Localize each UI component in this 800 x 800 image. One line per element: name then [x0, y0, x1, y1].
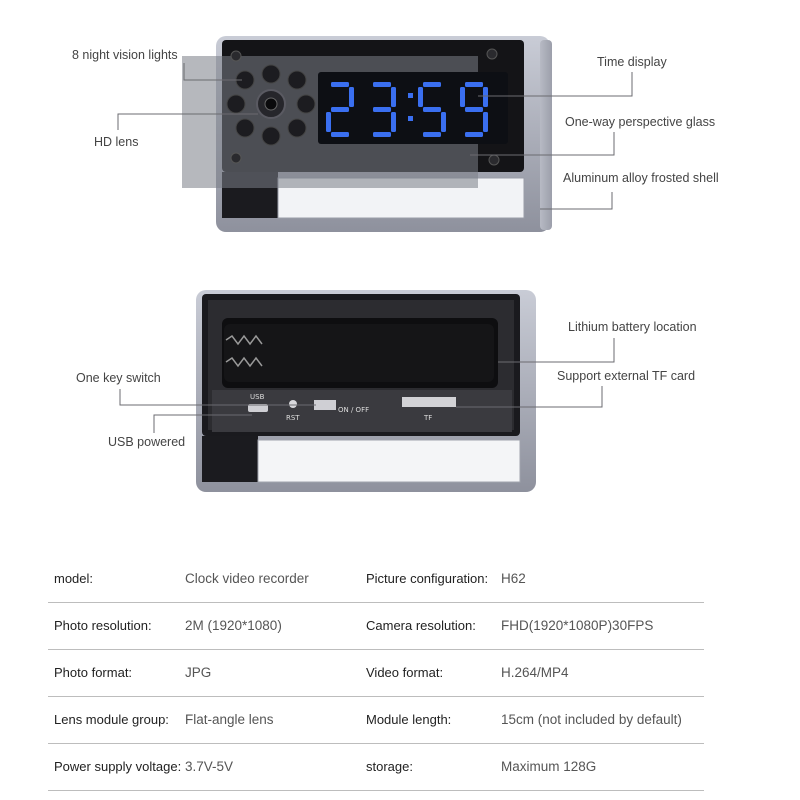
digit-segment [391, 112, 396, 132]
board-label-tf: TF [423, 414, 432, 422]
spec-value: 15cm (not included by default) [501, 712, 682, 727]
callout-lithium-battery: Lithium battery location [568, 320, 697, 334]
digit-segment [465, 107, 483, 112]
digit-segment [331, 132, 349, 137]
digit-segment [441, 112, 446, 132]
callout-tf-card: Support external TF card [557, 369, 696, 383]
reset-switch [289, 400, 297, 408]
digit-segment [465, 82, 483, 87]
spec-value: Maximum 128G [501, 759, 597, 774]
clock-digits [326, 82, 488, 137]
clock-front-view [182, 36, 552, 232]
digit-segment [331, 82, 349, 87]
spec-value: 3.7V-5V [185, 759, 234, 774]
spec-label: Lens module group: [54, 712, 169, 727]
callout-one-key-switch: One key switch [76, 371, 161, 385]
callout-time-display: Time display [597, 55, 667, 69]
spec-table: model: Clock video recorder Picture conf… [48, 556, 704, 791]
spec-row: Power supply voltage: 3.7V-5V storage: M… [48, 744, 704, 791]
spec-label: Power supply voltage: [54, 759, 182, 774]
tf-card-slot [402, 397, 456, 407]
digit-segment [423, 107, 441, 112]
night-vision-lights [226, 64, 316, 146]
on-off-switch [314, 400, 336, 410]
spec-value: Clock video recorder [185, 571, 309, 586]
callout-aluminum-shell: Aluminum alloy frosted shell [563, 171, 719, 185]
spec-row: model: Clock video recorder Picture conf… [48, 556, 704, 603]
spec-label: Photo format: [54, 665, 133, 680]
spec-label: model: [54, 571, 94, 586]
clock-back-view: USB RST ON / OFF TF [196, 290, 536, 492]
digit-segment [373, 132, 391, 137]
spec-value: Flat-angle lens [185, 712, 274, 727]
digit-segment [423, 82, 441, 87]
digit-segment [326, 112, 331, 132]
spec-row: Photo resolution: 2M (1920*1080) Camera … [48, 603, 704, 650]
digit-segment [423, 132, 441, 137]
spec-label: Picture configuration: [366, 571, 489, 586]
spec-label: Video format: [366, 665, 444, 680]
callout-hd-lens: HD lens [94, 135, 139, 149]
hd-lens [256, 89, 286, 119]
clock-digit [326, 82, 354, 137]
product-illustration: USB RST ON / OFF TF [117, 36, 633, 492]
spec-label: Photo resolution: [54, 618, 152, 633]
digit-segment [460, 87, 465, 107]
spec-value: JPG [185, 665, 212, 680]
spec-value: 2M (1920*1080) [185, 618, 282, 633]
clock-digit [418, 82, 446, 137]
spec-label: Module length: [366, 712, 452, 727]
callout-lines [117, 63, 633, 433]
spec-row: Lens module group: Flat-angle lens Modul… [48, 697, 704, 744]
spec-value: H62 [501, 571, 526, 586]
board-label-rst: RST [286, 414, 300, 422]
spec-value: H.264/MP4 [501, 665, 569, 680]
board-label-usb: USB [250, 393, 265, 401]
board-label-on-off: ON / OFF [338, 406, 369, 414]
digit-segment [373, 107, 391, 112]
digit-segment [349, 87, 354, 107]
digit-segment [391, 87, 396, 107]
callout-night-vision-lights: 8 night vision lights [72, 48, 178, 62]
spec-row: Photo format: JPG Video format: H.264/MP… [48, 650, 704, 697]
digit-segment [465, 132, 483, 137]
digit-segment [373, 82, 391, 87]
digit-segment [483, 87, 488, 107]
digit-segment [418, 87, 423, 107]
clock-digit [460, 82, 488, 137]
callout-one-way-glass: One-way perspective glass [565, 115, 716, 129]
digit-segment [331, 107, 349, 112]
digit-segment [483, 112, 488, 132]
callout-usb-powered: USB powered [108, 435, 186, 449]
spec-label: storage: [366, 759, 413, 774]
spec-value: FHD(1920*1080P)30FPS [501, 618, 654, 633]
spec-label: Camera resolution: [366, 618, 476, 633]
usb-port [248, 404, 268, 412]
clock-digit [373, 82, 396, 137]
